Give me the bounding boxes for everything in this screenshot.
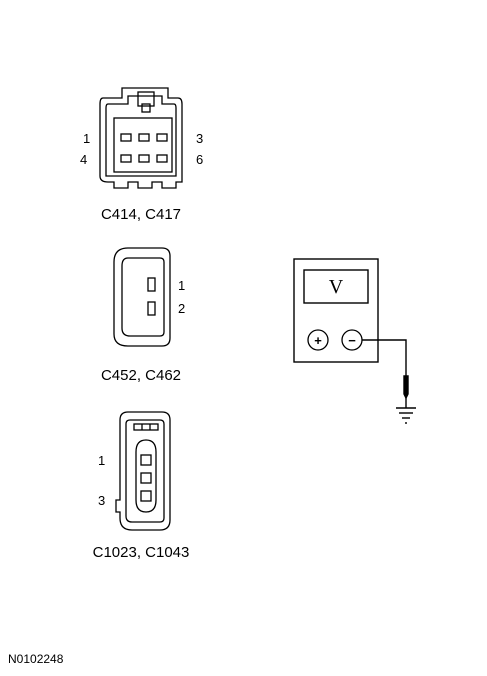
c1-pin-3: 3 (196, 131, 203, 146)
reference-code: N0102248 (8, 652, 64, 666)
positive-terminal-icon (307, 329, 329, 351)
connector-c1023-c1043 (115, 411, 171, 531)
voltmeter-body (293, 258, 379, 363)
c2-pin-2: 2 (178, 301, 185, 316)
c1-label: C414, C417 (101, 206, 181, 223)
c3-pin-1: 1 (98, 453, 105, 468)
connector-c414-c417 (99, 87, 183, 189)
voltmeter-display (303, 269, 369, 304)
c3-label: C1023, C1043 (93, 544, 190, 561)
c3-pin-3: 3 (98, 493, 105, 508)
test-lead (362, 339, 409, 408)
c2-pin-1: 1 (178, 278, 185, 293)
connector-c452-c462 (113, 247, 171, 347)
c1-pin-1: 1 (83, 131, 90, 146)
c2-label: C452, C462 (101, 367, 181, 384)
c1-pin-6: 6 (196, 152, 203, 167)
voltmeter: V + − (293, 258, 379, 363)
ground-symbol-icon (396, 407, 416, 424)
positive-terminal-symbol: + (314, 333, 322, 348)
c1-pin-4: 4 (80, 152, 87, 167)
voltmeter-display-text: V (329, 276, 344, 298)
negative-terminal-symbol: − (348, 333, 356, 348)
